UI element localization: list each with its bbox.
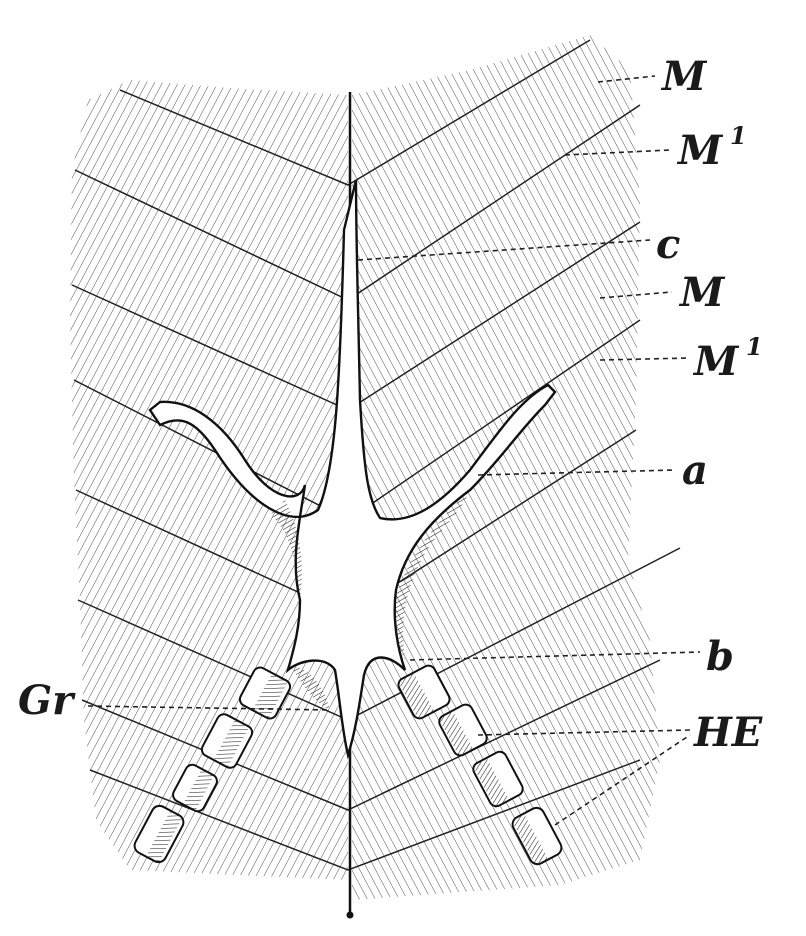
label-M-mid: M [678, 269, 726, 316]
cartilage-shading-left [270, 500, 302, 600]
label-M1-top-superscript: 1 [730, 121, 747, 150]
label-M1-mid: M [692, 338, 740, 385]
label-a: a [682, 447, 708, 494]
label-c: c [656, 221, 680, 268]
label-M1-top: M [676, 127, 724, 174]
pelvic-cartilage [148, 179, 557, 760]
left-muscle-field [70, 80, 348, 880]
cartilage-shading-right [394, 490, 470, 660]
cartilage-shading-bottom [292, 668, 330, 710]
label-b: b [706, 633, 734, 680]
label-HE: HE [693, 709, 763, 756]
label-Gr: Gr [18, 677, 76, 724]
right-fin-ray-shading [397, 672, 549, 866]
label-M1-mid-superscript: 1 [746, 332, 763, 361]
label-M-top: M [660, 53, 708, 100]
midline-end-dot [346, 911, 354, 919]
left-fin-ray-shading [145, 673, 289, 864]
leader-lines [87, 75, 701, 826]
